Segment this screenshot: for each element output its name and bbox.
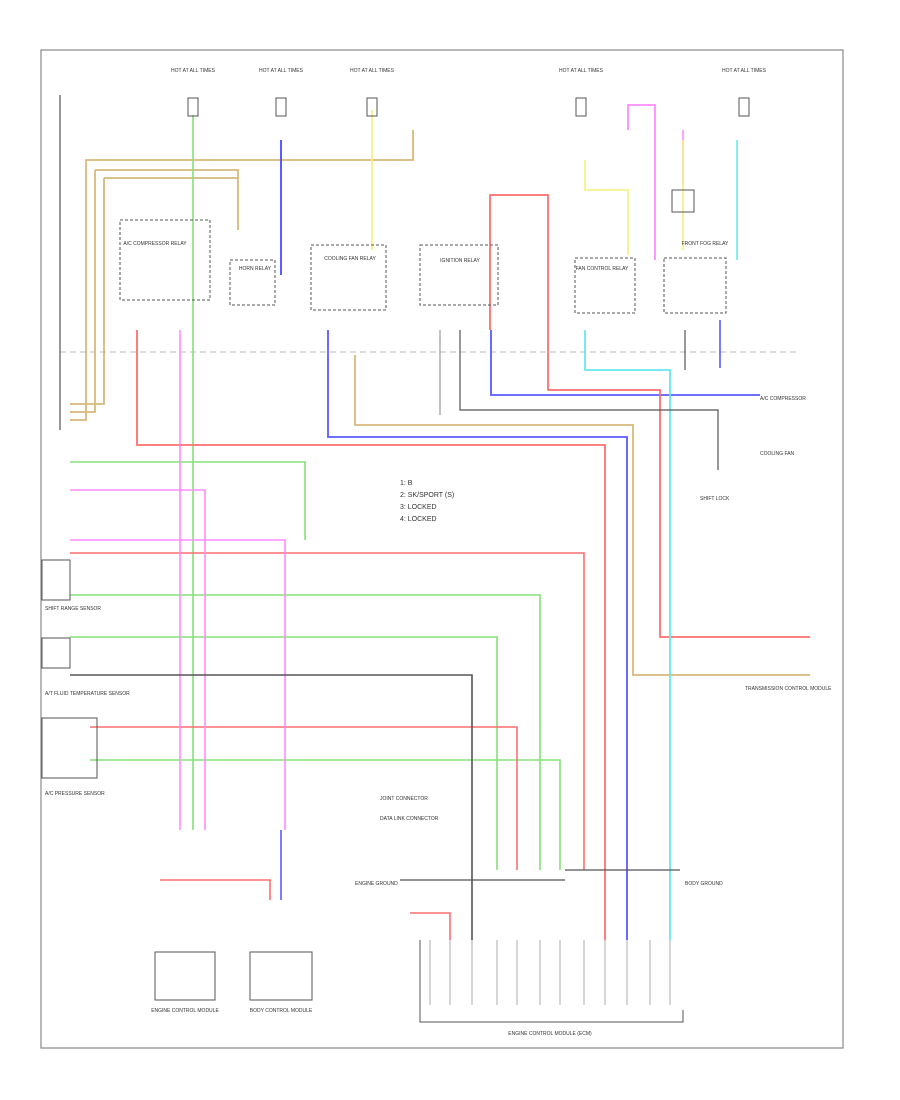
sensor-label: A/T FLUID TEMPERATURE SENSOR bbox=[45, 691, 130, 697]
sensor-box bbox=[41, 637, 71, 669]
sensor-box bbox=[41, 717, 98, 779]
relay-box bbox=[419, 244, 499, 306]
relay-label: FAN CONTROL RELAY bbox=[576, 266, 629, 272]
ecm-label: ENGINE CONTROL MODULE (ECM) bbox=[508, 1031, 592, 1037]
pink-wire bbox=[70, 539, 286, 830]
dark-wire bbox=[70, 674, 473, 940]
fuse-symbol bbox=[738, 97, 750, 117]
sensor-label: SHIFT RANGE SENSOR bbox=[45, 606, 101, 612]
connector-box bbox=[154, 951, 216, 1001]
fuse-symbol bbox=[366, 97, 378, 117]
green-wire bbox=[70, 461, 306, 540]
relay-box bbox=[310, 244, 387, 311]
connector-label: ENGINE CONTROL MODULE bbox=[151, 1008, 219, 1014]
relay-label: HORN RELAY bbox=[239, 266, 272, 272]
diagram-frame bbox=[40, 49, 844, 1049]
fuse-label: HOT AT ALL TIMES bbox=[259, 68, 304, 74]
fuse-symbol bbox=[275, 97, 287, 117]
diode-box bbox=[671, 189, 695, 213]
pink-wire bbox=[70, 489, 206, 830]
fuse-symbol bbox=[187, 97, 199, 117]
dark-wire bbox=[459, 330, 719, 470]
sensor-label: A/C PRESSURE SENSOR bbox=[45, 791, 105, 797]
red-wire bbox=[410, 912, 451, 940]
mid-label: BODY GROUND bbox=[685, 881, 723, 887]
green-wire bbox=[90, 759, 561, 870]
legend-item: 2: SK/SPORT (S) bbox=[400, 492, 454, 499]
fuse-label: HOT AT ALL TIMES bbox=[722, 68, 767, 74]
connector-label: BODY CONTROL MODULE bbox=[250, 1008, 313, 1014]
green-wire bbox=[70, 594, 541, 870]
mid-label: ENGINE GROUND bbox=[355, 881, 398, 887]
legend-item: 3: LOCKED bbox=[400, 504, 437, 511]
relay-box bbox=[119, 219, 211, 301]
blue-wire bbox=[327, 330, 628, 940]
component-label: TRANSMISSION CONTROL MODULE bbox=[745, 686, 832, 692]
dark-wire bbox=[419, 940, 684, 1023]
mid-label: DATA LINK CONNECTOR bbox=[380, 816, 439, 822]
component-label: COOLING FAN bbox=[760, 451, 795, 457]
fuse-label: HOT AT ALL TIMES bbox=[559, 68, 604, 74]
wire-group bbox=[59, 95, 810, 1023]
legend: 1: B 2: SK/SPORT (S) 3: LOCKED 4: LOCKED bbox=[400, 480, 454, 523]
tan-wire bbox=[354, 355, 810, 676]
tan-wire bbox=[70, 178, 105, 405]
cyan-wire bbox=[584, 330, 671, 940]
red-wire bbox=[136, 330, 606, 940]
legend-item: 4: LOCKED bbox=[400, 516, 437, 523]
component-label: A/C COMPRESSOR bbox=[760, 396, 806, 402]
label-group: HOT AT ALL TIMES HOT AT ALL TIMES HOT AT A… bbox=[45, 68, 832, 1037]
sensor-box bbox=[41, 559, 71, 601]
green-wire bbox=[70, 636, 498, 870]
connector-box bbox=[249, 951, 313, 1001]
red-wire bbox=[489, 194, 810, 638]
fuse-label: HOT AT ALL TIMES bbox=[171, 68, 216, 74]
legend-item: 1: B bbox=[400, 480, 413, 487]
component-label: SHIFT LOCK bbox=[700, 496, 730, 502]
relay-label: IGNITION RELAY bbox=[440, 258, 480, 264]
red-wire bbox=[70, 552, 585, 870]
mid-label: JOINT CONNECTOR bbox=[380, 796, 428, 802]
component-group bbox=[41, 97, 750, 1001]
relay-box bbox=[663, 257, 727, 314]
red-wire bbox=[90, 726, 518, 870]
fuse-symbol bbox=[575, 97, 587, 117]
yellow-wire bbox=[584, 160, 629, 255]
tan-wire bbox=[70, 170, 96, 413]
red-wire bbox=[160, 879, 271, 900]
tan-wire bbox=[70, 130, 414, 421]
pink-wire bbox=[627, 104, 656, 260]
tan-wire bbox=[95, 169, 239, 230]
relay-box bbox=[574, 257, 636, 314]
relay-label: A/C COMPRESSOR RELAY bbox=[123, 241, 187, 247]
relay-label: FRONT FOG RELAY bbox=[682, 241, 729, 247]
relay-box bbox=[229, 259, 276, 306]
relay-label: COOLING FAN RELAY bbox=[324, 256, 376, 262]
fuse-label: HOT AT ALL TIMES bbox=[350, 68, 395, 74]
